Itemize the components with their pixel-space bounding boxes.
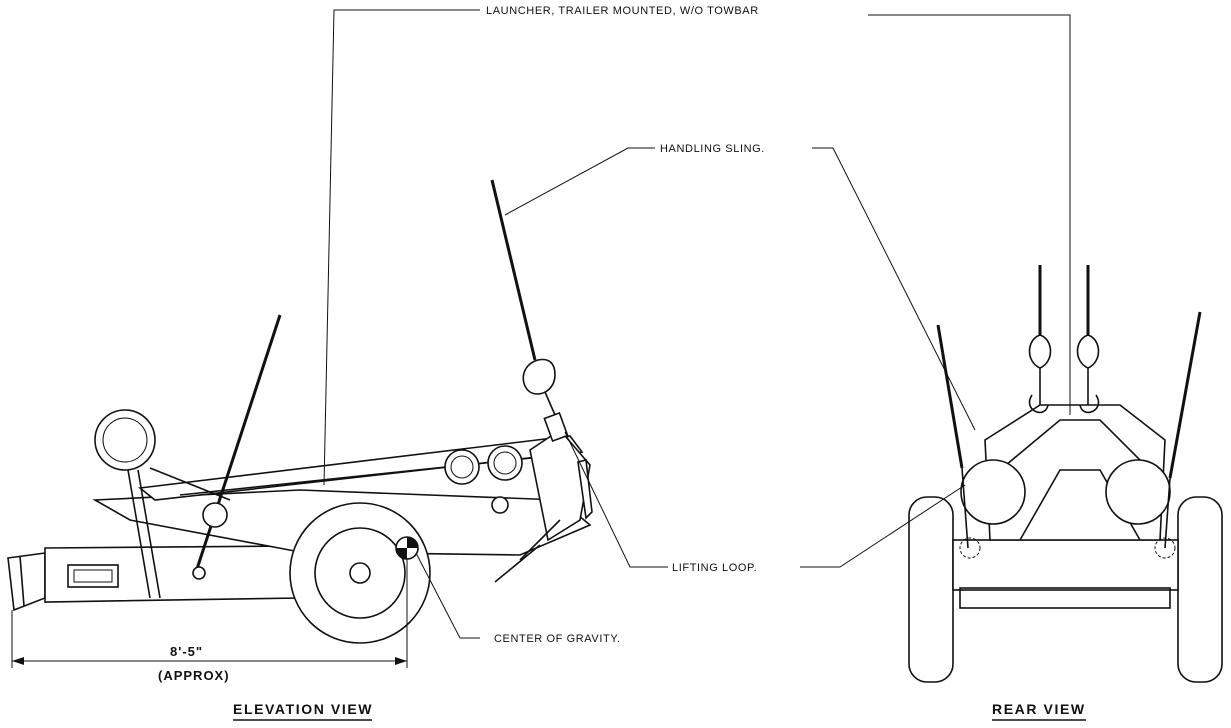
front-sling-strap (193, 314, 282, 576)
gauge-left (444, 449, 480, 485)
rear-sling-right-tail (1164, 477, 1171, 549)
rear-sling-link (544, 391, 556, 416)
dim-arrow-right (395, 657, 407, 665)
elevation-view-drawing (7, 179, 593, 668)
leader-lines (323, 9, 1071, 639)
lifting-loop-leader-right (800, 484, 966, 568)
launcher-leader-left (323, 9, 480, 486)
rear-view-title: REAR VIEW (992, 701, 1086, 717)
small-fitting (491, 496, 509, 514)
handling-sling-leader-left (504, 147, 655, 216)
launcher-nozzle (7, 552, 46, 612)
front-sling-hook (192, 566, 206, 580)
launcher-leader-right (868, 14, 1071, 415)
rear-strut (519, 519, 561, 561)
wheel-rim (314, 527, 406, 619)
cg-leader (415, 552, 480, 639)
rear-sling-strap (490, 179, 537, 361)
rear-wheel-right (1177, 496, 1223, 683)
rear-tube-right (1105, 459, 1171, 525)
launcher-label: LAUNCHER, TRAILER MOUNTED, W/O TOWBAR (486, 5, 759, 17)
rear-sling-right (1168, 311, 1202, 479)
wheel-hub (349, 562, 371, 584)
lifting-loop-fitting (543, 411, 569, 443)
tube-panel-inner (73, 569, 113, 583)
front-sling-ring (202, 502, 228, 528)
cg-quadrant-2 (396, 548, 407, 559)
rear-tube-left (960, 459, 1026, 525)
front-leg-2 (137, 469, 161, 599)
rear-view-drawing (908, 265, 1223, 683)
launcher-tube (44, 545, 301, 603)
gauge-left-inner (450, 455, 474, 479)
gauge-right-inner (493, 451, 517, 475)
rear-sling-left-tail (961, 467, 969, 549)
center-ring-right (1076, 334, 1100, 369)
gauge-right (487, 445, 523, 481)
handling-sling-label: HANDLING SLING. (660, 143, 765, 155)
rear-strut-2 (494, 544, 541, 583)
rear-wheel-left (908, 496, 954, 683)
rear-base-plate (959, 587, 1171, 609)
rear-sling-left (936, 324, 964, 469)
center-hook-left (1028, 394, 1049, 414)
center-ring-left (1028, 334, 1052, 369)
front-drum-inner (102, 417, 148, 463)
center-of-gravity-label: CENTER OF GRAVITY. (494, 633, 621, 645)
tube-panel (67, 564, 119, 588)
front-leg (127, 469, 151, 599)
drum-strut (149, 467, 231, 501)
rear-plate (577, 459, 593, 520)
front-drum (94, 409, 156, 471)
lifting-loop-leader-left (564, 431, 668, 568)
elevation-view-title: ELEVATION VIEW (233, 701, 373, 717)
trailer-wheel (289, 502, 431, 644)
dimension-note: (APPROX) (158, 668, 230, 683)
rear-loop-left (959, 537, 981, 559)
cg-quadrant-1 (407, 537, 418, 548)
handling-sling-leader-right (812, 147, 976, 431)
rear-sling-ring (522, 358, 556, 395)
center-hook-right (1079, 394, 1100, 414)
rear-frame-truss (999, 419, 1151, 471)
lifting-loop-label: LIFTING LOOP. (672, 562, 757, 574)
nozzle-rim (19, 555, 25, 607)
dimension-value: 8'-5" (170, 644, 203, 659)
rear-axle-housing (952, 539, 1179, 591)
dim-arrow-left (12, 657, 24, 665)
